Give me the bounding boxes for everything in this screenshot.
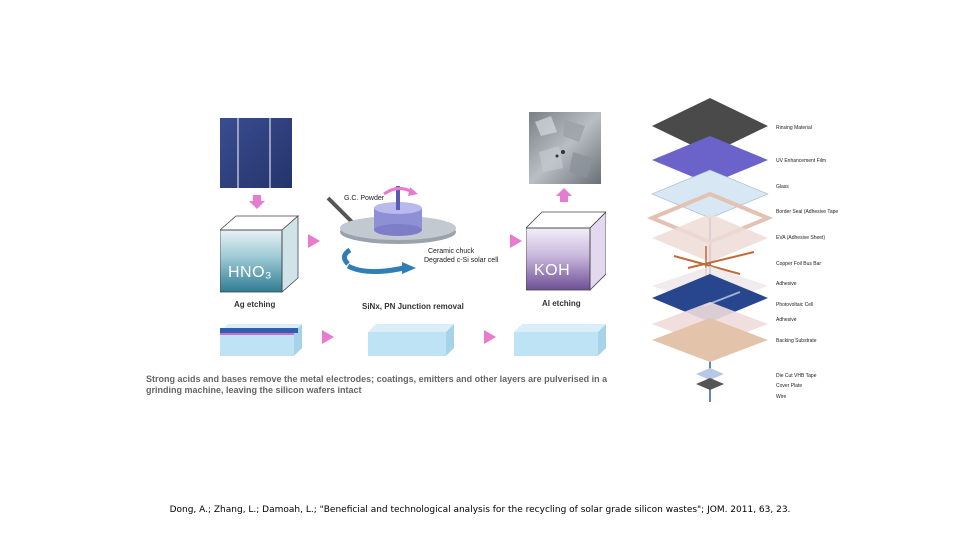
- grinder-diagram: [326, 186, 456, 274]
- solar-cell-image: [220, 118, 292, 188]
- stage-al-etching: Al etching: [542, 299, 581, 308]
- citation-text: Dong, A.; Zhang, L.; Damoah, L.; "Benefi…: [169, 505, 791, 515]
- layer-label: Adhesive: [776, 317, 797, 323]
- clean-wafer-image: [529, 112, 601, 184]
- layer-label: Glass: [776, 184, 789, 190]
- layer-label: Cover Plate: [776, 383, 803, 389]
- layer-label: Photovoltaic Cell: [776, 302, 814, 308]
- wafer-slab-1: [220, 324, 302, 356]
- layer-label: Adhesive: [776, 281, 797, 287]
- layer-label: Backing Substrate: [776, 338, 817, 344]
- layer-label: EVA (Adhesive Sheet): [776, 235, 826, 241]
- stage-sinx-removal: SiNx, PN Junction removal: [362, 302, 464, 311]
- right-arrow-icon: [308, 234, 320, 248]
- layer-label: Border Seal (Adhesive Tape: [776, 209, 839, 215]
- right-arrow-icon: [484, 330, 496, 344]
- gc-powder-label: G.C. Powder: [344, 195, 385, 202]
- down-arrow-icon: [249, 195, 265, 209]
- right-arrow-icon: [510, 234, 522, 248]
- layer-label: Die Cut VHB Tape: [776, 373, 817, 379]
- up-arrow-icon: [556, 188, 572, 202]
- hno3-beaker: [220, 215, 300, 293]
- ceramic-chuck-label: Ceramic chuck: [428, 248, 475, 255]
- right-arrow-icon: [322, 330, 334, 344]
- degraded-cell-label: Degraded c-Si solar cell: [424, 257, 499, 264]
- layer-label: Rinsing Material: [776, 125, 812, 131]
- wafer-slab-3: [514, 324, 606, 356]
- koh-beaker: [526, 211, 606, 291]
- hno3-label: HNO₃: [228, 264, 273, 281]
- wafer-slab-2: [368, 324, 454, 356]
- layer-label: UV Enhancement Film: [776, 158, 827, 164]
- layer-label: Copper Foil Bus Bar: [776, 261, 822, 267]
- koh-label: KOH: [534, 262, 571, 279]
- process-caption: Strong acids and bases remove the metal …: [146, 374, 608, 395]
- layer-stack-graphic: [646, 98, 774, 402]
- stage-ag-etching: Ag etching: [234, 300, 276, 309]
- layer-label: Wire: [776, 394, 787, 400]
